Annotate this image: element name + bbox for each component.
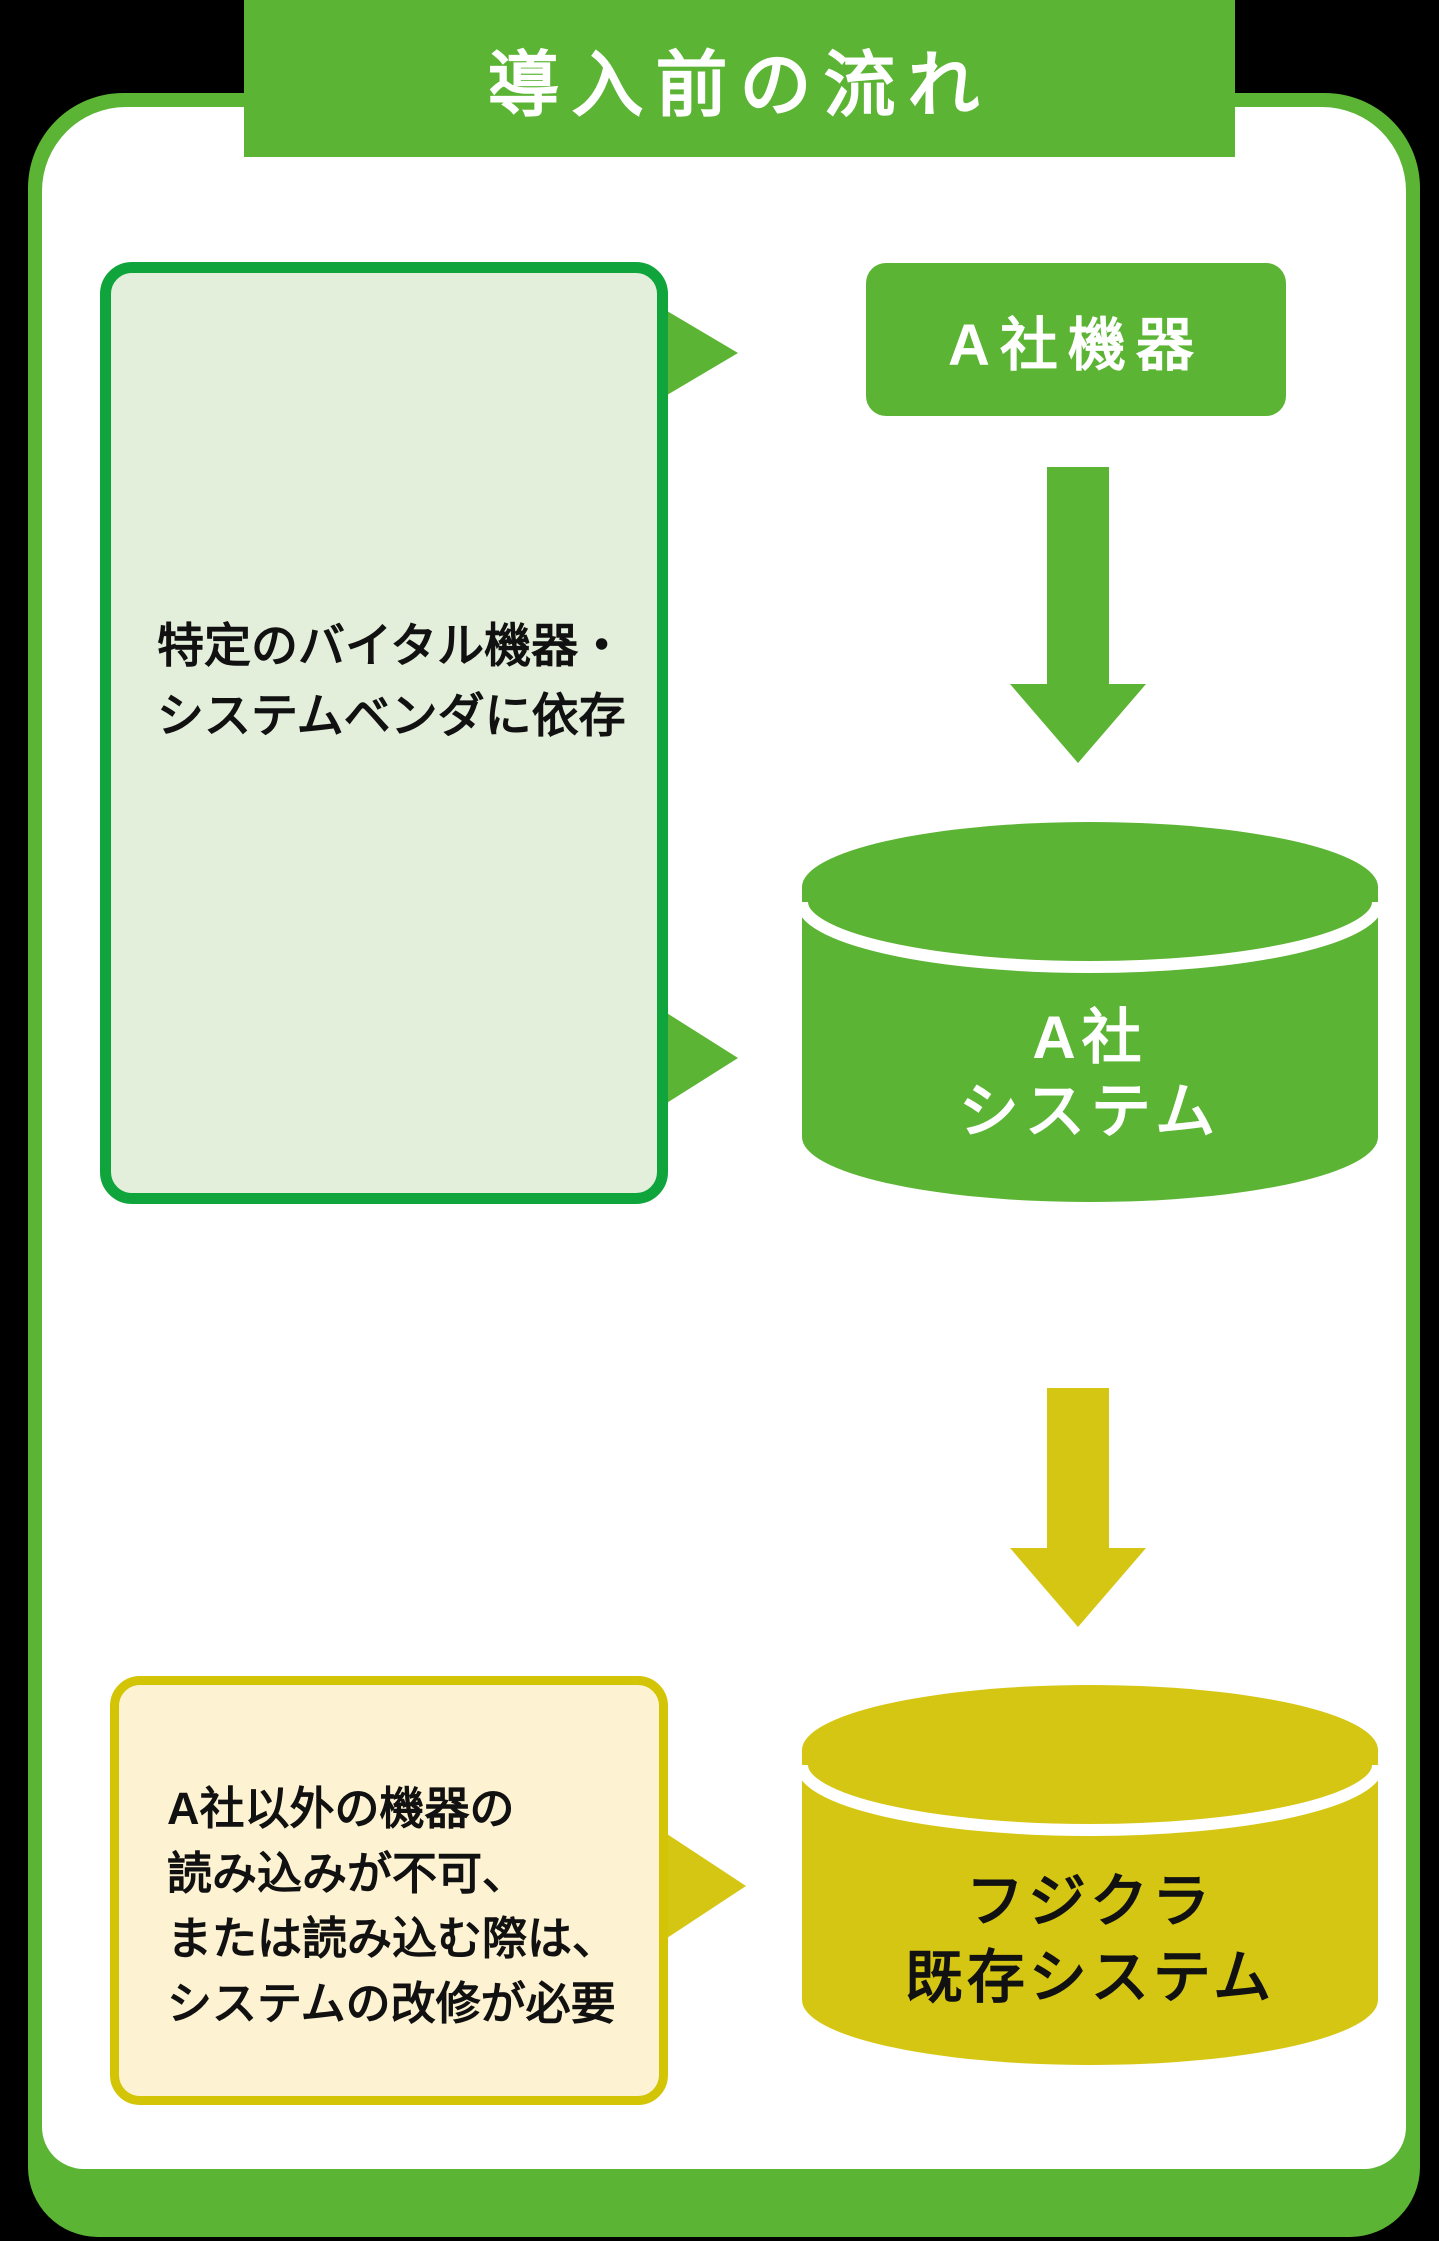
callout-bottom-pointer-icon xyxy=(664,1832,746,1940)
callout-vendor-dependency: 特定のバイタル機器・ システムベンダに依存 xyxy=(100,262,668,1204)
system-cylinder-shape xyxy=(796,822,1384,1202)
fujikura-cylinder-shape xyxy=(796,1685,1384,2065)
company-a-device-label: A社機器 xyxy=(948,312,1204,378)
page-title: 導入前の流れ xyxy=(487,46,992,126)
cylinder-lid-arc xyxy=(796,901,1384,973)
header-banner: 導入前の流れ xyxy=(244,0,1235,157)
fujikura-existing-system-cylinder: フジクラ 既存システム xyxy=(802,1830,1378,2050)
company-a-device-box: A社機器 xyxy=(866,263,1286,416)
callout-import-limitation-text: A社以外の機器の 読み込みが不可、 または読み込む際は、 システムの改修が必要 xyxy=(167,1782,618,2029)
callout-top-pointer-upper-icon xyxy=(662,308,738,398)
company-a-system-cylinder: A社 システム xyxy=(802,960,1378,1190)
callout-top-pointer-lower-icon xyxy=(662,1010,738,1106)
callout-vendor-dependency-text: 特定のバイタル機器・ システムベンダに依存 xyxy=(157,618,626,742)
callout-import-limitation: A社以外の機器の 読み込みが不可、 または読み込む際は、 システムの改修が必要 xyxy=(110,1676,668,2105)
company-a-system-label: A社 システム xyxy=(958,1004,1222,1145)
yellow-down-arrow-icon xyxy=(1010,1388,1146,1627)
fujikura-existing-system-label: フジクラ 既存システム xyxy=(904,1869,1276,2010)
cylinder-lid-arc xyxy=(796,1764,1384,1836)
green-down-arrow-icon xyxy=(1010,467,1146,763)
